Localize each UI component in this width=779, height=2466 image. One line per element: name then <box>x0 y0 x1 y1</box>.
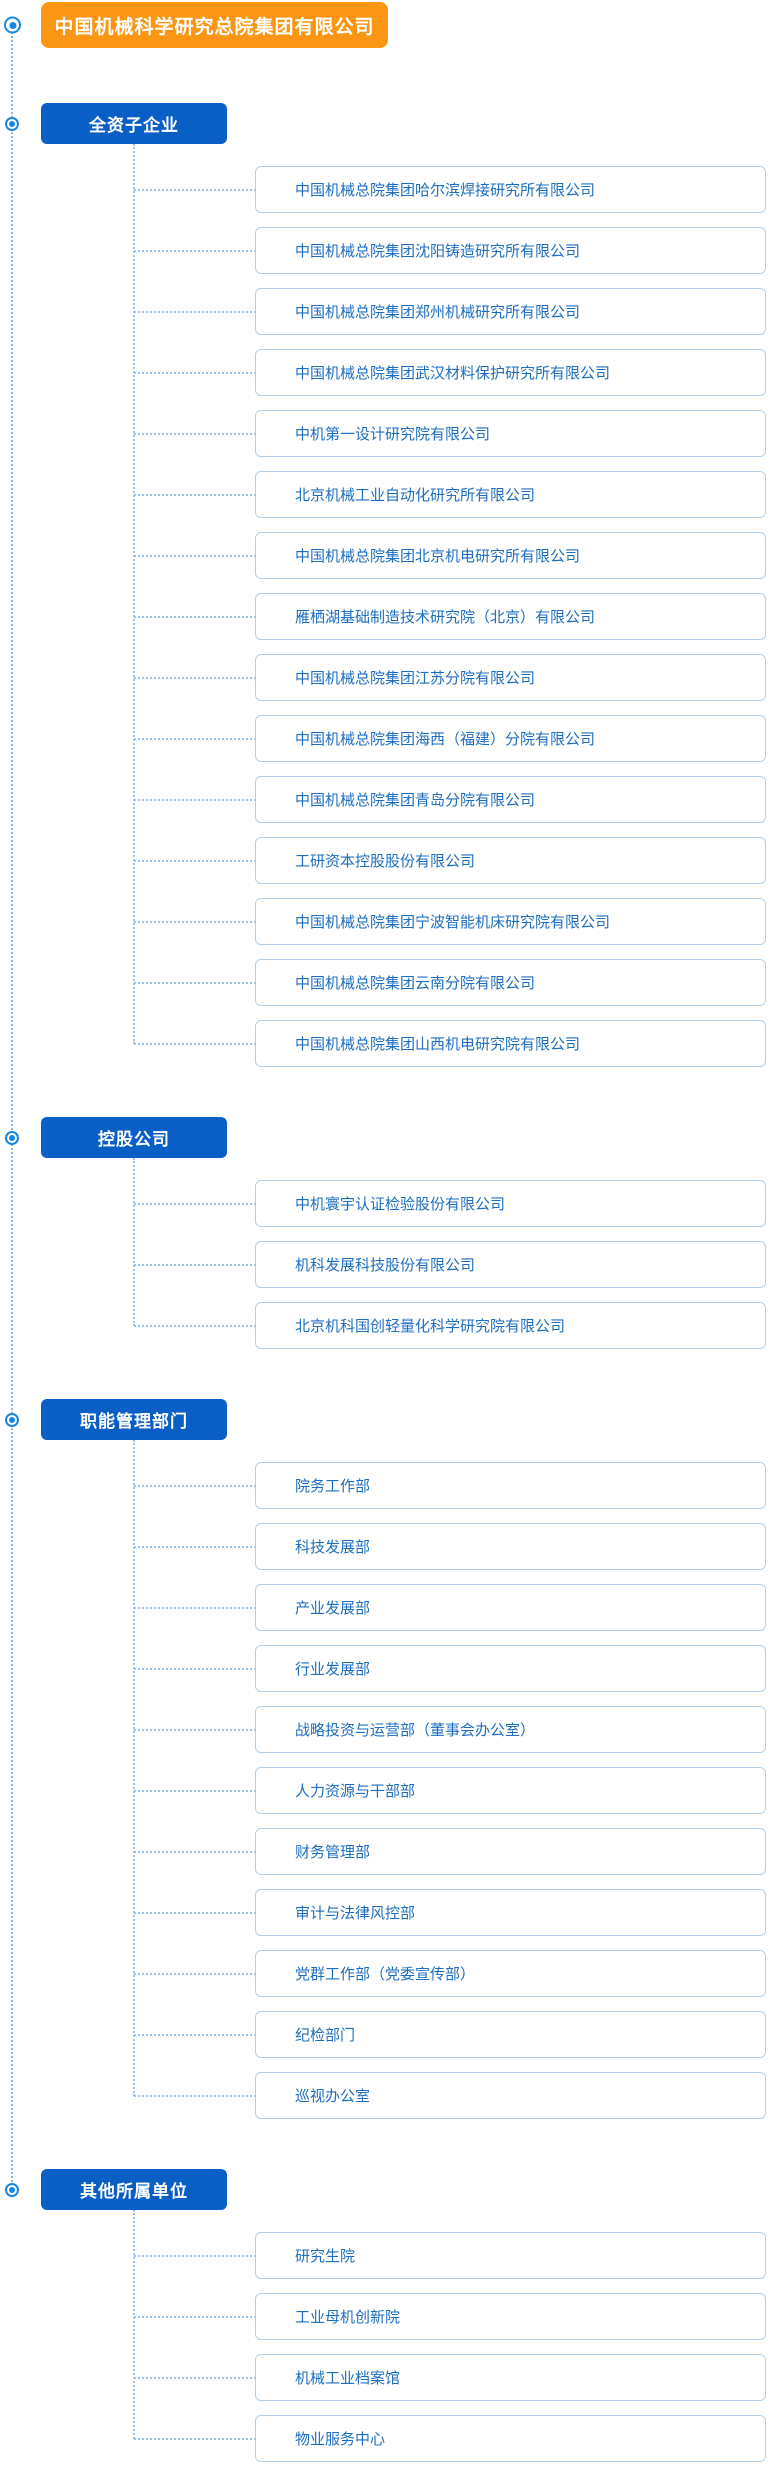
connector-spine-line <box>11 20 13 2190</box>
org-node[interactable]: 中国机械总院集团山西机电研究院有限公司 <box>134 1020 766 1067</box>
org-node[interactable]: 中机寰宇认证检验股份有限公司 <box>134 1180 766 1227</box>
org-node[interactable]: 中机第一设计研究院有限公司 <box>134 410 766 457</box>
radio-bullet-icon <box>5 2182 19 2197</box>
org-node[interactable]: 北京机械工业自动化研究所有限公司 <box>134 471 766 518</box>
org-node[interactable]: 机械工业档案馆 <box>134 2354 766 2401</box>
org-node[interactable]: 中国机械总院集团北京机电研究所有限公司 <box>134 532 766 579</box>
org-node[interactable]: 物业服务中心 <box>134 2415 766 2462</box>
children-list: 中机寰宇认证检验股份有限公司 机科发展科技股份有限公司 北京机科国创轻量化科学研… <box>0 1180 779 1363</box>
radio-bullet-icon <box>5 1130 19 1145</box>
org-node[interactable]: 中国机械总院集团青岛分院有限公司 <box>134 776 766 823</box>
org-node[interactable]: 雁栖湖基础制造技术研究院（北京）有限公司 <box>134 593 766 640</box>
org-node[interactable]: 行业发展部 <box>134 1645 766 1692</box>
org-node[interactable]: 人力资源与干部部 <box>134 1767 766 1814</box>
org-node[interactable]: 审计与法律风控部 <box>134 1889 766 1936</box>
root-node-row: 中国机械科学研究总院集团有限公司 <box>0 2 779 48</box>
org-node[interactable]: 党群工作部（党委宣传部） <box>134 1950 766 1997</box>
org-node[interactable]: 院务工作部 <box>134 1462 766 1509</box>
radio-bullet-icon <box>5 116 19 131</box>
children-list: 院务工作部 科技发展部 产业发展部 行业发展部 战略投资与运营部（董事会办公室）… <box>0 1462 779 2133</box>
org-node[interactable]: 工研资本控股股份有限公司 <box>134 837 766 884</box>
children-list: 研究生院 工业母机创新院 机械工业档案馆 物业服务中心 <box>0 2232 779 2466</box>
connector-line <box>133 1158 135 1326</box>
org-node[interactable]: 中国机械总院集团云南分院有限公司 <box>134 959 766 1006</box>
radio-bullet-icon <box>4 16 21 34</box>
section-holding-companies: 控股公司 中机寰宇认证检验股份有限公司 机科发展科技股份有限公司 北京机科国创轻… <box>0 1117 779 1363</box>
connector-line <box>133 144 135 1044</box>
org-node[interactable]: 巡视办公室 <box>134 2072 766 2119</box>
org-node[interactable]: 科技发展部 <box>134 1523 766 1570</box>
section-other-units: 其他所属单位 研究生院 工业母机创新院 机械工业档案馆 物业服务中心 <box>0 2169 779 2466</box>
radio-bullet-icon <box>5 1412 19 1427</box>
org-node[interactable]: 战略投资与运营部（董事会办公室） <box>134 1706 766 1753</box>
org-node[interactable]: 中国机械总院集团郑州机械研究所有限公司 <box>134 288 766 335</box>
org-node[interactable]: 北京机科国创轻量化科学研究院有限公司 <box>134 1302 766 1349</box>
root-company-node[interactable]: 中国机械科学研究总院集团有限公司 <box>41 2 388 48</box>
category-row: 职能管理部门 <box>0 1399 779 1440</box>
connector-line <box>133 1440 135 2096</box>
org-node[interactable]: 财务管理部 <box>134 1828 766 1875</box>
org-node[interactable]: 纪检部门 <box>134 2011 766 2058</box>
org-node[interactable]: 研究生院 <box>134 2232 766 2279</box>
org-node[interactable]: 中国机械总院集团江苏分院有限公司 <box>134 654 766 701</box>
category-node-wholly-owned[interactable]: 全资子企业 <box>41 103 227 144</box>
connector-line <box>133 2210 135 2439</box>
section-wholly-owned-subsidiaries: 全资子企业 中国机械总院集团哈尔滨焊接研究所有限公司 中国机械总院集团沈阳铸造研… <box>0 103 779 1081</box>
org-node[interactable]: 中国机械总院集团武汉材料保护研究所有限公司 <box>134 349 766 396</box>
org-node[interactable]: 中国机械总院集团海西（福建）分院有限公司 <box>134 715 766 762</box>
category-row: 控股公司 <box>0 1117 779 1158</box>
section-management-departments: 职能管理部门 院务工作部 科技发展部 产业发展部 行业发展部 战略投资与运营部（… <box>0 1399 779 2133</box>
org-node[interactable]: 产业发展部 <box>134 1584 766 1631</box>
category-node-other-units[interactable]: 其他所属单位 <box>41 2169 227 2210</box>
category-node-holding[interactable]: 控股公司 <box>41 1117 227 1158</box>
org-node[interactable]: 中国机械总院集团宁波智能机床研究院有限公司 <box>134 898 766 945</box>
category-row: 全资子企业 <box>0 103 779 144</box>
category-node-departments[interactable]: 职能管理部门 <box>41 1399 227 1440</box>
children-list: 中国机械总院集团哈尔滨焊接研究所有限公司 中国机械总院集团沈阳铸造研究所有限公司… <box>0 166 779 1081</box>
org-node[interactable]: 工业母机创新院 <box>134 2293 766 2340</box>
org-node[interactable]: 机科发展科技股份有限公司 <box>134 1241 766 1288</box>
category-row: 其他所属单位 <box>0 2169 779 2210</box>
org-node[interactable]: 中国机械总院集团沈阳铸造研究所有限公司 <box>134 227 766 274</box>
org-node[interactable]: 中国机械总院集团哈尔滨焊接研究所有限公司 <box>134 166 766 213</box>
